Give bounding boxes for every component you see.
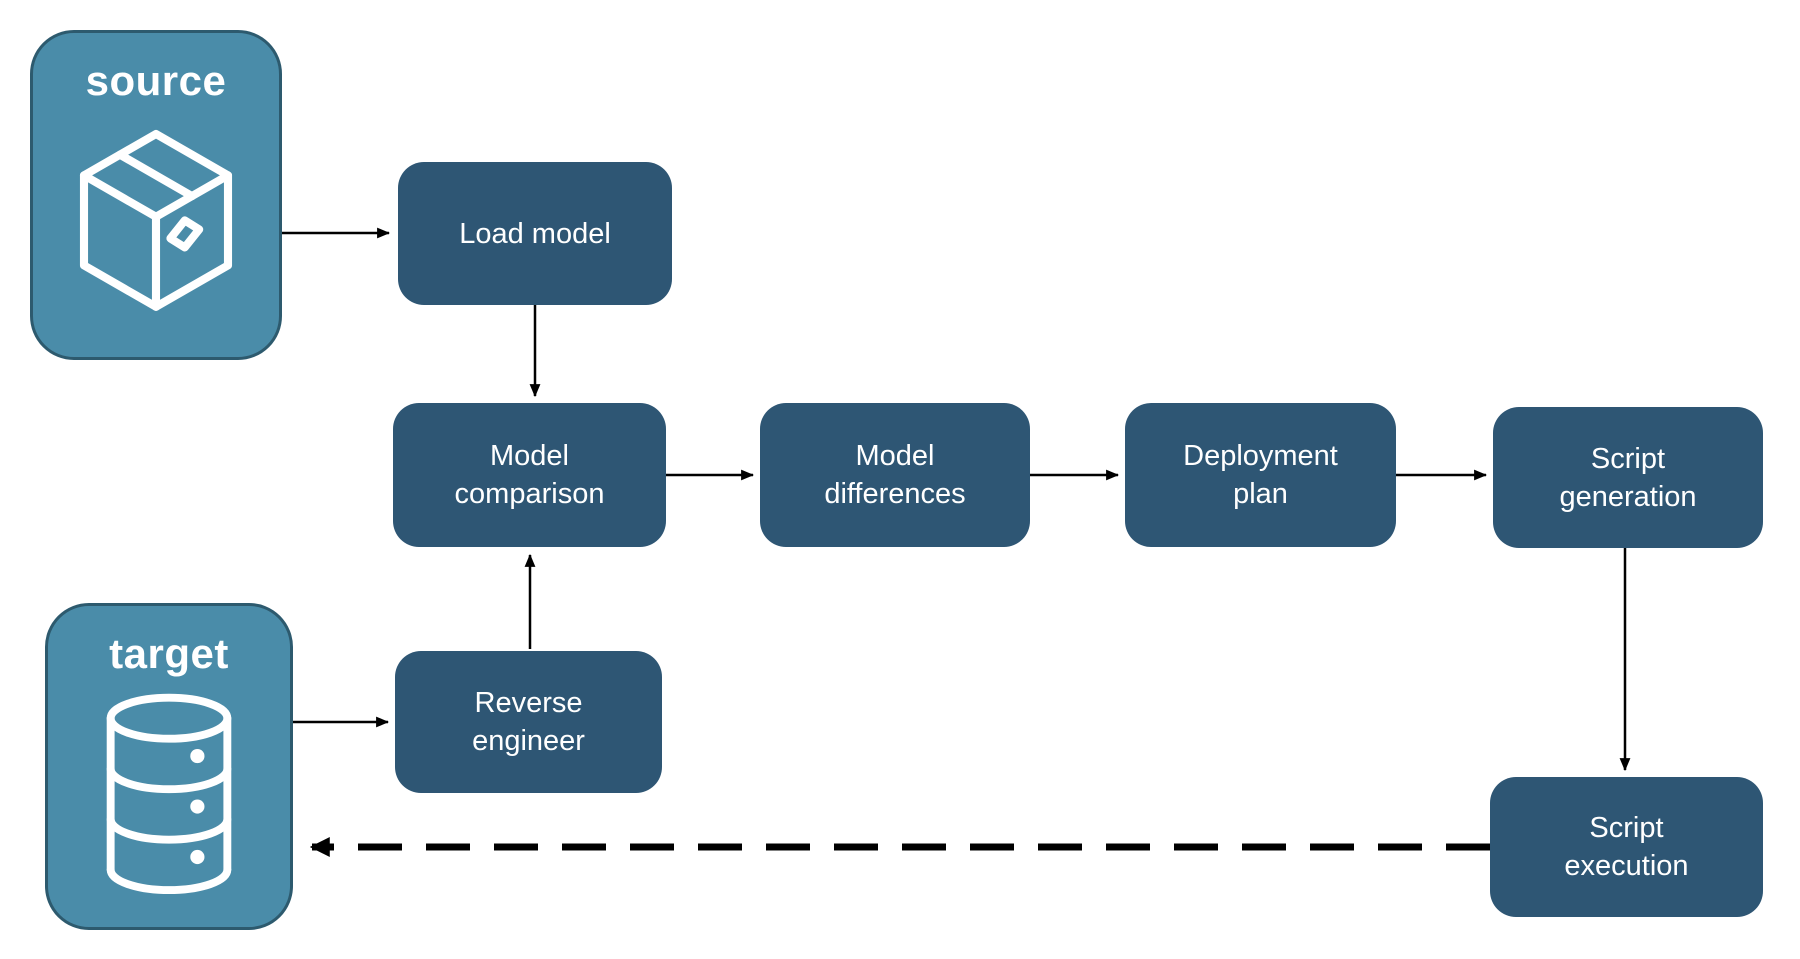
node-model-differences: Model differences: [760, 403, 1030, 547]
node-label: Reverse engineer: [472, 687, 585, 757]
node-label: Script execution: [1564, 812, 1689, 882]
source-icon-wrap: [33, 105, 279, 357]
node-label: Load model: [459, 217, 611, 250]
target-title: target: [109, 630, 229, 677]
node-label: Script generation: [1559, 442, 1697, 513]
package-box-icon: [79, 129, 233, 311]
node-script-execution: Script execution: [1490, 777, 1763, 917]
endpoint-target: target: [45, 603, 293, 930]
target-icon-wrap: [48, 678, 290, 927]
endpoint-source: source: [30, 30, 282, 360]
source-title: source: [85, 57, 227, 104]
node-label: Model differences: [824, 440, 966, 510]
database-icon: [106, 693, 232, 895]
node-label: Deployment plan: [1183, 440, 1338, 510]
node-load-model: Load model: [398, 162, 672, 305]
node-deployment-plan: Deployment plan: [1125, 403, 1396, 547]
node-model-comparison: Model comparison: [393, 403, 666, 547]
node-script-generation: Script generation: [1493, 407, 1763, 548]
node-reverse-engineer: Reverse engineer: [395, 651, 662, 793]
node-label: Model comparison: [454, 440, 605, 510]
